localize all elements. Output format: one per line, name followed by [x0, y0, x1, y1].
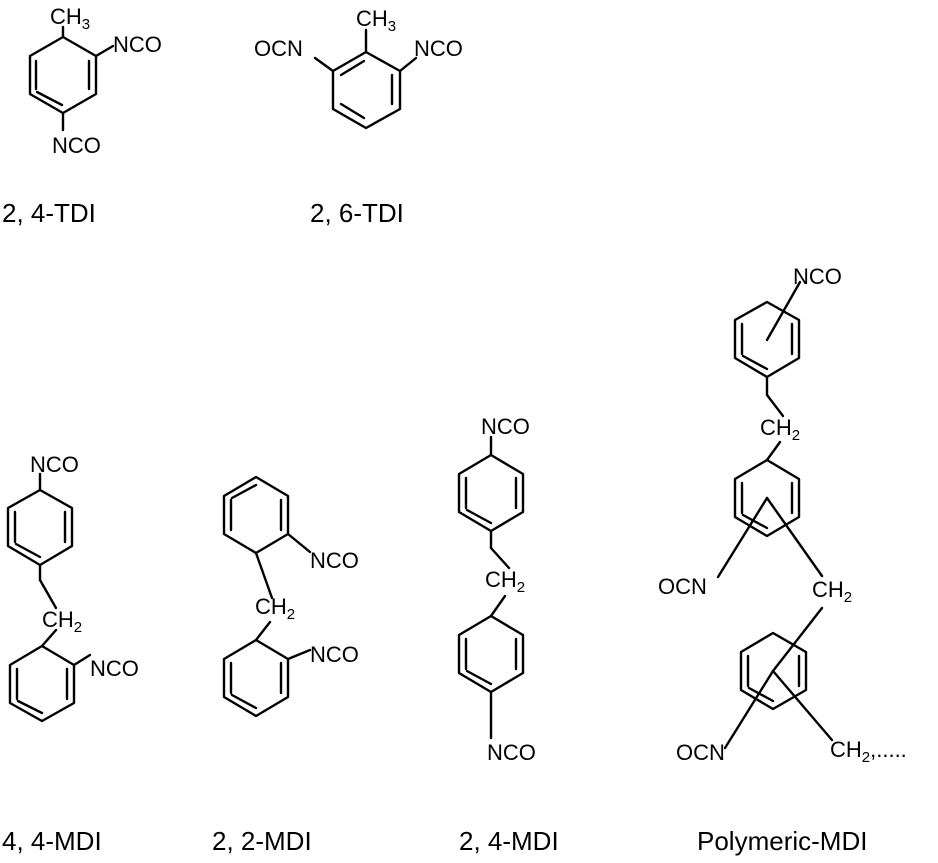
- bond: [38, 578, 58, 610]
- compound-name: 2, 2-MDI: [212, 826, 312, 856]
- bond: [765, 496, 824, 578]
- ocn-label: OCN: [658, 574, 707, 599]
- bond: [286, 532, 312, 554]
- benzene-ring: [222, 475, 290, 555]
- bond: [765, 393, 785, 418]
- bond: [254, 620, 272, 642]
- nco-label: NCO: [52, 133, 101, 158]
- bond: [489, 594, 507, 618]
- bond: [771, 606, 824, 673]
- bond: [94, 44, 115, 58]
- methyl-label: CH3: [356, 6, 396, 35]
- bond: [765, 280, 802, 342]
- nco-label: NCO: [414, 36, 463, 61]
- methylene-label: CH2: [812, 577, 852, 606]
- benzene-ring: [8, 644, 76, 723]
- bond: [286, 648, 312, 661]
- compound-name: 4, 4-MDI: [2, 826, 102, 856]
- bond: [489, 546, 511, 570]
- benzene-ring: [739, 631, 808, 711]
- bond: [398, 56, 418, 73]
- bond: [254, 551, 274, 600]
- bond: [771, 669, 834, 742]
- nco-label: NCO: [793, 264, 842, 289]
- bond: [40, 628, 58, 648]
- nco-label: NCO: [30, 452, 79, 477]
- structure-2-4-tdi: CH3 NCO NCO 2, 4-TDI: [2, 4, 162, 228]
- benzene-ring: [457, 614, 525, 694]
- methyl-label: CH3: [50, 4, 90, 33]
- structure-2-6-tdi: CH3 NCO OCN 2, 6-TDI: [254, 6, 463, 228]
- nco-label: NCO: [487, 740, 536, 765]
- compound-name: 2, 4-TDI: [2, 198, 96, 228]
- structure-2-2-mdi: NCO CH2 NCO 2, 2-MDI: [212, 475, 359, 856]
- compound-name: 2, 6-TDI: [310, 198, 404, 228]
- bond: [716, 496, 769, 579]
- structure-4-4-mdi: NCO CH2 NCO 4, 4-MDI: [2, 452, 139, 856]
- ocn-label: OCN: [676, 740, 725, 765]
- methylene-label: CH2: [760, 415, 800, 444]
- benzene-ring: [457, 453, 525, 533]
- benzene-ring: [6, 488, 74, 567]
- nco-label: NCO: [90, 656, 139, 681]
- benzene-ring: [331, 50, 402, 130]
- bond: [765, 440, 782, 462]
- methylene-label: CH2: [42, 607, 82, 636]
- compound-name: Polymeric-MDI: [697, 826, 867, 856]
- bond: [723, 669, 775, 750]
- structure-polymeric-mdi: NCO CH2 OCN CH2 OCN CH2,..... Polymeric-…: [658, 264, 907, 856]
- benzene-ring: [28, 35, 98, 115]
- structure-2-4-mdi: NCO CH2 NCO 2, 4-MDI: [457, 414, 559, 856]
- methylene-label: CH2: [255, 594, 295, 623]
- bond: [313, 56, 335, 73]
- benzene-ring: [222, 638, 290, 718]
- methylene-label: CH2: [485, 567, 525, 596]
- bond: [72, 653, 92, 667]
- nco-label: NCO: [113, 32, 162, 57]
- benzene-ring: [733, 458, 801, 538]
- compound-name: 2, 4-MDI: [459, 826, 559, 856]
- methylene-label: CH2,.....: [830, 737, 907, 766]
- nco-label: NCO: [481, 414, 530, 439]
- nco-label: NCO: [310, 642, 359, 667]
- ocn-label: OCN: [254, 36, 303, 61]
- nco-label: NCO: [310, 548, 359, 573]
